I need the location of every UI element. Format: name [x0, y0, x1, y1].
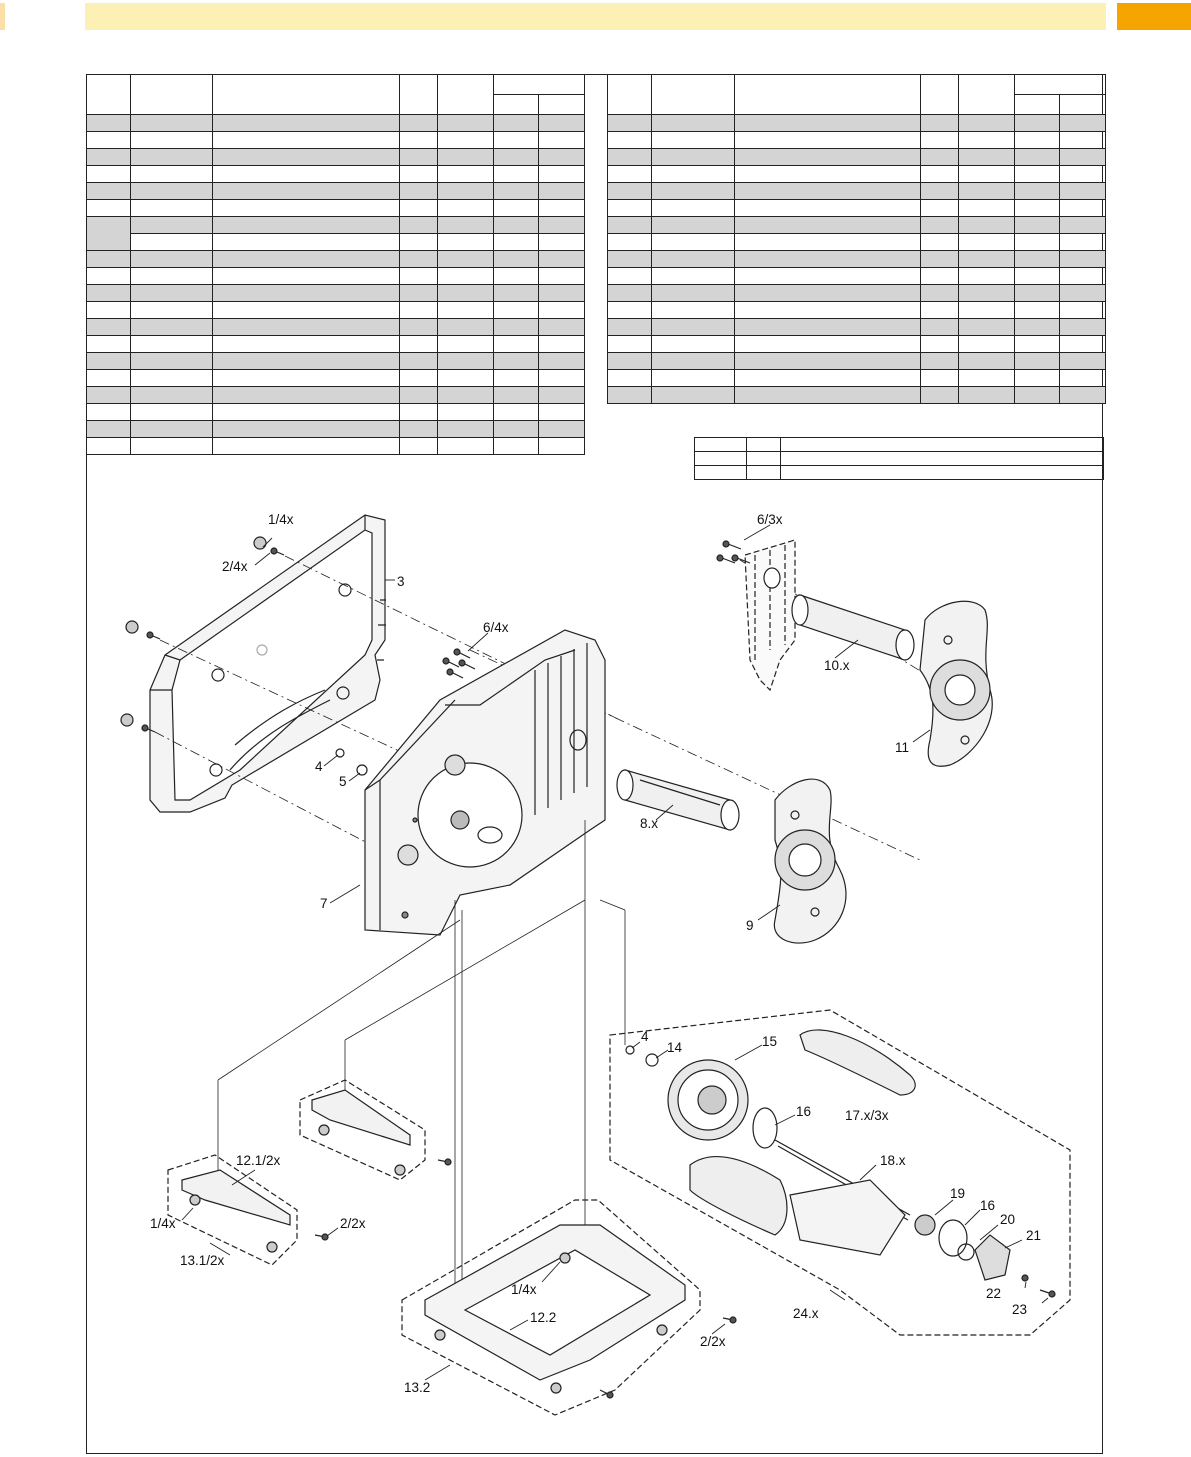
assembly-part-24x — [609, 1009, 1071, 1336]
callout-12-1: 12.1/2x — [236, 1153, 281, 1168]
table-row — [86, 182, 585, 200]
table-row — [607, 182, 1106, 200]
callout-2-2x: 2/2x — [340, 1216, 366, 1231]
table-row — [607, 199, 1106, 217]
callout-7: 7 — [320, 896, 328, 911]
base-part-13-2 — [401, 1199, 737, 1416]
label-leaders — [181, 524, 1049, 1381]
section-tab — [1117, 3, 1191, 30]
callout-17x: 17.x/3x — [845, 1108, 889, 1123]
table-row — [86, 318, 585, 336]
callout-1-4x: 1/4x — [268, 512, 294, 527]
table-row — [607, 114, 1106, 132]
side-cover-part-3 — [149, 514, 386, 813]
callout-3: 3 — [397, 574, 405, 589]
callout-2-4x: 2/4x — [222, 559, 248, 574]
table-row — [607, 148, 1106, 166]
roller-part-8x — [616, 769, 740, 831]
table-row — [86, 114, 585, 132]
callout-20: 20 — [1000, 1212, 1015, 1227]
table-row — [607, 250, 1106, 268]
table-row — [86, 216, 585, 251]
foot-part-13-1-lower — [167, 1154, 329, 1266]
table-row — [87, 233, 585, 251]
table-row — [607, 318, 1106, 336]
table-header-row — [608, 94, 1106, 115]
table-row — [86, 148, 585, 166]
callout-1-4x-c: 1/4x — [511, 1282, 537, 1297]
callout-6-4x: 6/4x — [483, 620, 509, 635]
callout-21: 21 — [1026, 1228, 1041, 1243]
corner-mark — [0, 3, 5, 30]
table-row — [607, 131, 1106, 149]
callout-2-2x-b: 2/2x — [700, 1334, 726, 1349]
callout-4-b: 4 — [641, 1029, 649, 1044]
callout-10x: 10.x — [824, 658, 850, 673]
callout-13-2: 13.2 — [404, 1380, 430, 1395]
flange-part-11 — [919, 600, 993, 767]
foot-part-13-1-upper — [299, 1079, 452, 1181]
callout-18x: 18.x — [880, 1153, 906, 1168]
leader-lines — [217, 820, 626, 1310]
table-row — [86, 267, 585, 285]
table-header-row — [607, 74, 1106, 115]
parts-table-left — [86, 74, 585, 455]
table-row — [607, 216, 1106, 234]
callout-23: 23 — [1012, 1302, 1027, 1317]
screws-6-4x — [442, 648, 476, 679]
callout-8x: 8.x — [640, 816, 658, 831]
callout-19: 19 — [950, 1186, 965, 1201]
table-row — [607, 284, 1106, 302]
callout-16-b: 16 — [980, 1198, 995, 1213]
header-bar — [85, 3, 1106, 30]
guide-part-6-3x — [716, 539, 796, 692]
callout-24x: 24.x — [793, 1306, 819, 1321]
callout-14: 14 — [667, 1040, 683, 1055]
legend-table — [694, 437, 1104, 480]
roller-part-10x — [791, 594, 915, 661]
table-row — [607, 386, 1106, 404]
callout-13-1: 13.1/2x — [180, 1253, 225, 1268]
table-row — [694, 465, 1104, 480]
callout-12-2: 12.2 — [530, 1310, 556, 1325]
page-frame — [86, 74, 1103, 1454]
table-row — [86, 352, 585, 370]
callout-16: 16 — [796, 1104, 811, 1119]
callout-labels: 1/4x 2/4x 3 6/4x 4 5 7 6/3x 10.x 11 8.x … — [150, 512, 1041, 1395]
callout-4: 4 — [315, 759, 323, 774]
parts-table-right — [607, 74, 1106, 404]
callout-5: 5 — [339, 774, 347, 789]
callout-22: 22 — [986, 1286, 1001, 1301]
table-header-row — [87, 94, 585, 115]
housing-part-7 — [364, 629, 606, 936]
table-row — [86, 437, 585, 455]
table-row — [86, 420, 585, 438]
table-row — [607, 369, 1106, 387]
table-row — [86, 131, 585, 149]
fastener-group-left — [120, 536, 368, 776]
callout-15: 15 — [762, 1034, 777, 1049]
callout-9: 9 — [746, 918, 754, 933]
callout-1-4x-b: 1/4x — [150, 1216, 176, 1231]
table-row — [694, 451, 1104, 466]
callout-6-3x: 6/3x — [757, 512, 783, 527]
table-row — [86, 250, 585, 268]
table-row — [86, 335, 585, 353]
table-row — [607, 352, 1106, 370]
flange-part-9 — [773, 778, 847, 944]
callout-11: 11 — [895, 740, 909, 755]
table-header-row — [86, 74, 585, 115]
